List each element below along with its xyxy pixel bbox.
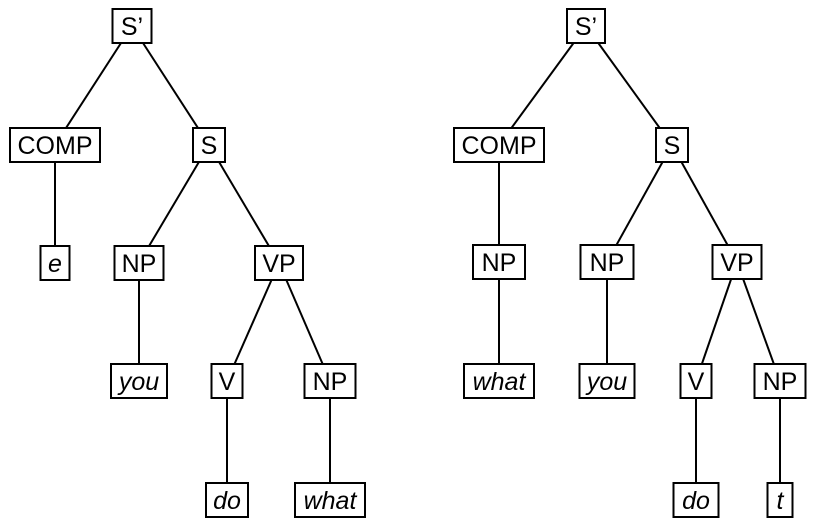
right-tree: S’ COMP S NP NP VP what you V NP do t [453,8,807,518]
left-tree-node-np-object-box [303,363,357,399]
left-tree-node-you-label: you [117,368,159,396]
left-tree-node-s-bar-box [111,8,153,44]
left-tree-node-vp-label: VP [262,250,295,278]
right-tree-node-np-comp-box [472,244,526,280]
right-tree-node-do-box [672,482,720,518]
left-tree-edge-s-vp [208,144,280,264]
left-tree-node-np-subject-label: NP [122,250,157,278]
left-tree-edge-vp-v [226,262,280,382]
right-tree-node-s-label: S [664,132,681,160]
left-tree-node-do-label: do [213,487,241,515]
right-tree-edge-s-bar-s [585,25,673,146]
right-tree-edge-vp-v [695,261,738,382]
right-tree-node-do-label: do [682,487,710,515]
left-tree-node-e-box [39,245,71,281]
right-tree-node-what-label: what [473,368,527,396]
left-tree-node-what-box [294,482,366,518]
left-tree-node-vp-box [254,245,304,281]
right-tree-node-t-box [766,482,794,518]
right-tree-node-np-subject-box [579,244,635,280]
right-tree-node-s-bar-label: S’ [575,13,597,41]
left-tree-node-comp-label: COMP [18,132,93,160]
right-tree-edge-s-np-subject [606,144,673,263]
right-tree-node-vp-label: VP [720,249,753,277]
left-tree-node-np-subject-box [113,245,165,281]
left-tree-node-you-box [110,363,168,399]
left-tree-node-v-label: V [219,368,236,396]
right-tree-node-np-object-box [753,363,807,399]
left-tree-node-s-bar-label: S’ [121,13,143,41]
right-tree-node-v-box [679,363,713,399]
left-tree-node-e-label: e [48,250,62,278]
left-tree-node-comp-box [9,127,101,163]
left-tree-node-s-box [192,127,226,163]
right-tree-node-you-label: you [585,368,627,396]
right-tree-node-np-comp-label: NP [482,249,517,277]
left-tree-node-do-box [205,482,249,518]
right-tree-node-you-box [578,363,636,399]
right-tree-node-np-object-label: NP [763,368,798,396]
right-tree-node-t-label: t [777,487,785,515]
left-tree-edge-s-bar-s [131,25,210,146]
right-tree-node-np-subject-label: NP [590,249,625,277]
left-tree-node-np-object-label: NP [313,368,348,396]
left-tree-node-what-label: what [304,487,358,515]
left-tree-edge-vp-np-object [278,262,331,382]
right-tree-node-v-label: V [688,368,705,396]
left-tree-node-v-box [210,363,244,399]
right-tree-node-vp-box [711,244,763,280]
left-tree-edge-s-bar-comp [54,25,133,146]
right-tree-edge-vp-np-object [736,261,781,382]
right-tree-node-comp-box [453,127,545,163]
right-tree-node-what-box [463,363,535,399]
right-tree-edge-s-vp [671,144,738,263]
left-tree-node-s-label: S [201,132,218,160]
right-tree-edge-s-bar-comp [498,25,587,146]
left-tree-edge-s-np-subject [138,144,210,264]
right-tree-node-s-bar-box [566,8,606,44]
right-tree-node-s-box [655,127,689,163]
right-tree-node-comp-label: COMP [462,132,537,160]
